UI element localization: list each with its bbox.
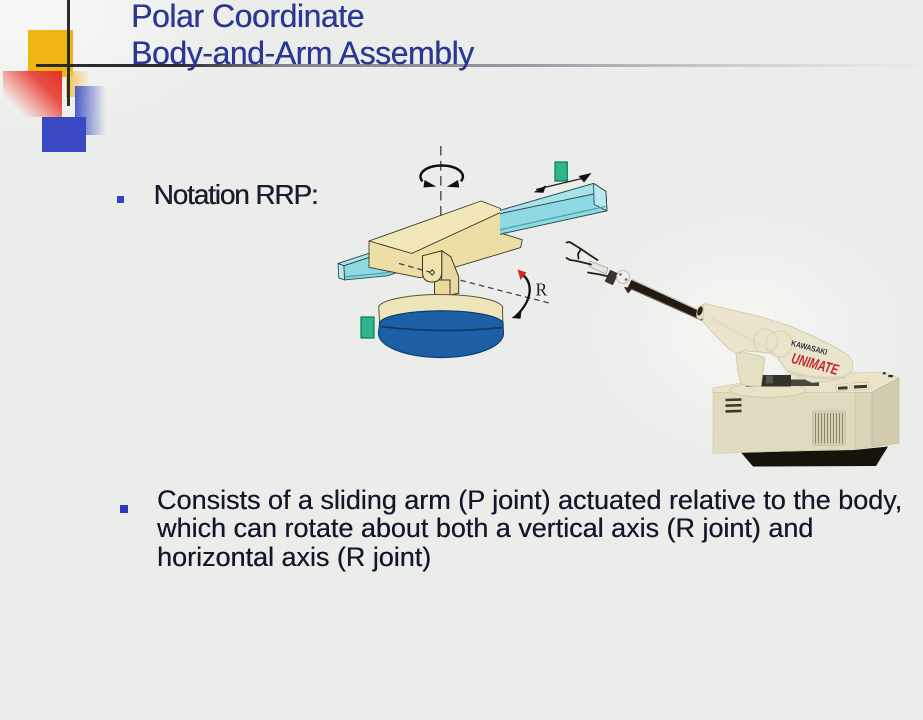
svg-text:R: R <box>536 280 548 300</box>
